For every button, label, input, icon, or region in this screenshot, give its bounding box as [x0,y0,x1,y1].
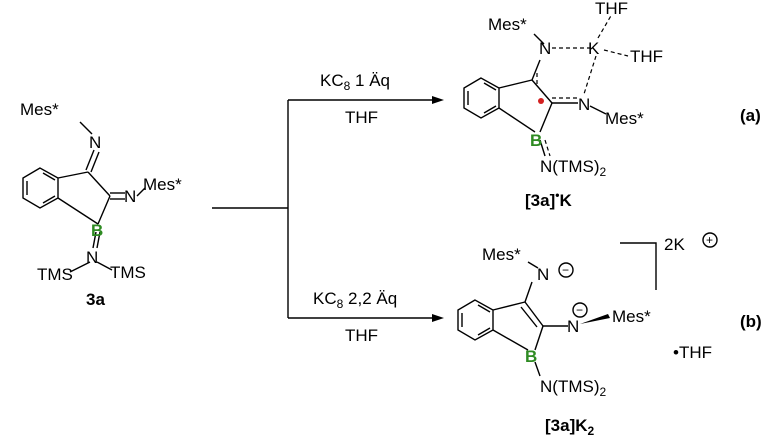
reactant-mes-top: Mes* [20,100,59,119]
reagent-b: KC8 2,2 Äq [313,289,397,311]
product-a-n-top: N [539,39,551,58]
product-a-thf-top: THF [595,0,628,18]
product-a-mes-mid: Mes* [605,109,644,128]
product-a-n-mid: N [578,95,590,114]
benzene-ring-a [463,77,500,119]
reaction-arrows [212,96,444,322]
reactant-3a: Mes* N N Mes* B N TMS TMS 3a [20,100,182,309]
bracket [620,242,657,290]
minus-charge-mid: − [576,303,583,317]
arrow-head-a [432,96,444,104]
radical-dot [538,98,544,104]
product-b: − − + Mes* N N Mes* B N(TMS)2 2K •THF [3… [457,232,762,438]
product-b-boron: B [525,347,537,366]
tag-a: (a) [740,106,761,125]
counter-ion: 2K [664,235,685,254]
wedge-bond [580,314,610,324]
reactant-n-mid: N [124,187,136,206]
product-b-label: [3a]K2 [545,416,595,438]
product-a-ntms: N(TMS)2 [540,157,606,179]
benzene-ring-b [457,299,494,341]
reactant-n-top: N [89,133,101,152]
product-a-boron: B [530,131,542,150]
minus-charge-top: − [562,263,569,277]
product-a-mes-top: Mes* [488,15,527,34]
product-a: THF Mes* N K THF N Mes* B N(TMS)2 [3a]•K… [463,0,761,210]
product-b-mes-top: Mes* [482,245,521,264]
conditions-a: KC8 1 Äq THF [320,71,390,127]
solvent-a: THF [345,108,378,127]
plus-charge: + [706,233,713,247]
solvent-b: THF [345,326,378,345]
product-a-label: [3a]•K [525,188,572,210]
tag-b: (b) [740,312,762,331]
reactant-n-bottom: N [86,248,98,267]
reactant-boron: B [91,221,103,240]
product-a-k: K [588,39,600,58]
reactant-tms-left: TMS [37,265,73,284]
product-b-mes-mid: Mes* [612,307,651,326]
thf-solvate: •THF [673,343,712,362]
reactant-label: 3a [86,290,105,309]
product-b-n-mid: N [567,317,579,336]
arrow-head-b [432,314,444,322]
reagent-a: KC8 1 Äq [320,71,390,93]
product-b-ntms: N(TMS)2 [540,377,606,399]
conditions-b: KC8 2,2 Äq THF [313,289,397,345]
reactant-tms-right: TMS [110,263,146,282]
benzene-ring [22,167,59,209]
product-a-thf-right: THF [630,47,663,66]
reactant-mes-mid: Mes* [143,175,182,194]
product-b-n-top: N [537,265,549,284]
